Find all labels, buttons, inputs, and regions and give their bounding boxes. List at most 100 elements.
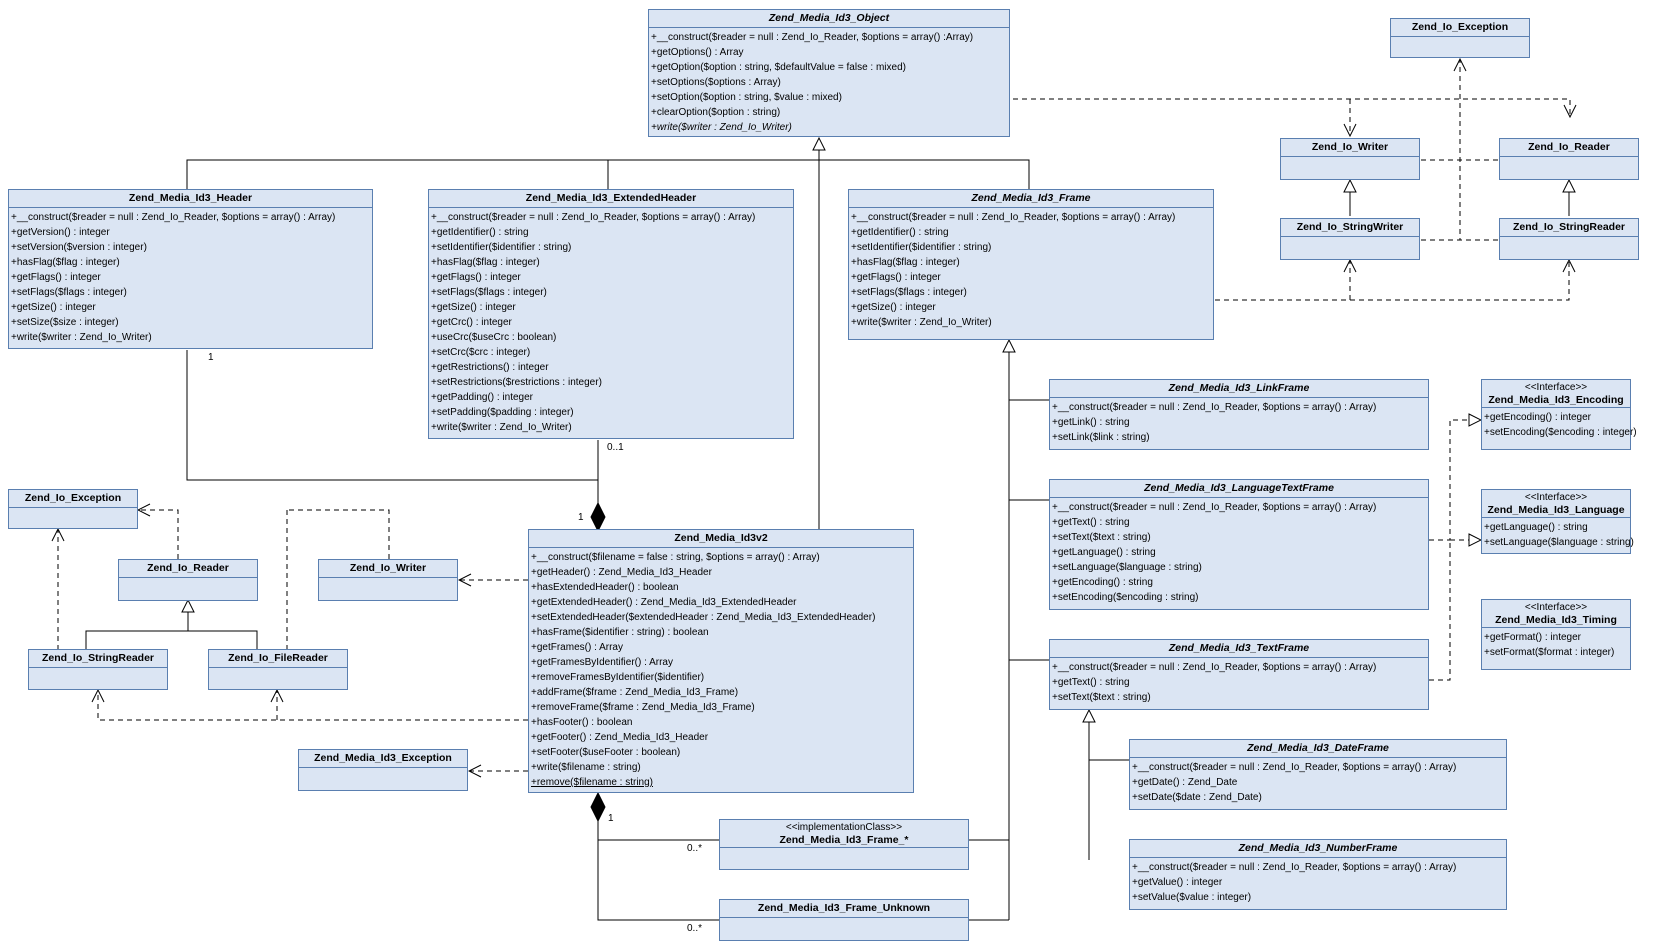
class-name: Zend_Io_Reader <box>1528 141 1610 153</box>
class-unk[interactable]: Zend_Media_Id3_Frame_Unknown <box>719 899 969 941</box>
class-header: Zend_Media_Id3v2 <box>529 530 913 548</box>
class-ltf[interactable]: Zend_Media_Id3_LanguageTextFrame +__const… <box>1049 479 1429 610</box>
class-name: Zend_Media_Id3_Language <box>1487 504 1625 516</box>
class-operation: +hasExtendedHeader() : boolean <box>531 582 679 593</box>
class-header: Zend_Io_StringWriter <box>1281 219 1419 237</box>
class-operations <box>720 848 968 852</box>
class-enc[interactable]: <<Interface>>Zend_Media_Id3_Encoding+get… <box>1481 379 1637 450</box>
class-operation: +write($filename : string) <box>531 762 641 773</box>
class-frL[interactable]: Zend_Io_FileReader <box>208 649 348 690</box>
class-operation: +getFrames() : Array <box>531 642 623 653</box>
class-name: Zend_Media_Id3_Frame_* <box>779 834 909 846</box>
class-operation: +setSize($size : integer) <box>11 317 119 328</box>
class-exTR[interactable]: Zend_Io_Exception <box>1390 18 1530 58</box>
class-dat[interactable]: Zend_Media_Id3_DateFrame+__construct($re… <box>1129 739 1507 810</box>
class-stereotype: <<Interface>> <box>1524 492 1588 503</box>
class-operations <box>299 768 467 772</box>
class-operation: +__construct($filename = false : string,… <box>531 552 820 563</box>
multiplicity-extheader: 0..1 <box>607 442 624 453</box>
class-header: Zend_Media_Id3_Frame <box>849 190 1213 208</box>
class-operation: +getLanguage() : string <box>1484 522 1588 533</box>
class-rdL[interactable]: Zend_Io_Reader <box>118 559 258 601</box>
class-frm[interactable]: Zend_Media_Id3_Frame+__construct($reader… <box>848 189 1214 340</box>
class-operation: +setPadding($padding : integer) <box>431 407 574 418</box>
class-operation: +write($writer : Zend_Io_Writer) <box>851 317 992 328</box>
class-srL[interactable]: Zend_Io_StringReader <box>28 649 168 690</box>
class-hdr[interactable]: Zend_Media_Id3_Header+__construct($reade… <box>8 189 373 349</box>
class-operation: +__construct($reader = null : Zend_Io_Re… <box>1052 502 1377 513</box>
class-name: Zend_Io_StringReader <box>1512 221 1626 233</box>
class-obj[interactable]: Zend_Media_Id3_Object+__construct($reade… <box>648 9 1010 137</box>
class-operation: +getValue() : integer <box>1132 877 1223 888</box>
class-operation: +getFlags() : integer <box>851 272 941 283</box>
class-operation: +setVersion($version : integer) <box>11 242 147 253</box>
class-operation: +setFooter($useFooter : boolean) <box>531 747 681 758</box>
class-operations: +__construct($reader = null : Zend_Io_Re… <box>1130 858 1506 907</box>
realization-to-encoding <box>1429 420 1481 541</box>
class-tim[interactable]: <<Interface>>Zend_Media_Id3_Timing+getFo… <box>1481 599 1631 670</box>
class-name: Zend_Media_Id3_Exception <box>314 752 452 764</box>
class-operation: +__construct($reader = null : Zend_Io_Re… <box>1132 862 1457 873</box>
class-operation: +getFramesByIdentifier() : Array <box>531 657 673 668</box>
dependency-frame-to-stringwriter <box>1215 260 1569 301</box>
composition-id3v2-to-frames <box>597 792 719 921</box>
class-operation: +__construct($reader = null : Zend_Io_Re… <box>1052 402 1377 413</box>
class-name: Zend_Io_Reader <box>147 562 229 574</box>
class-wrL[interactable]: Zend_Io_Writer <box>318 559 458 601</box>
class-exL[interactable]: Zend_Io_Exception <box>8 489 138 529</box>
class-rdTR[interactable]: Zend_Io_Reader <box>1499 138 1639 180</box>
class-header: Zend_Io_Exception <box>9 490 137 508</box>
multiplicity-frame-unknown: 0..* <box>687 923 703 934</box>
class-operations: +getEncoding() : integer +setEncoding($en… <box>1482 408 1637 442</box>
class-operation: +setValue($value : integer) <box>1132 892 1252 903</box>
multiplicity-frame-star: 0..* <box>687 843 703 854</box>
class-header: Zend_Media_Id3_NumberFrame <box>1130 840 1506 858</box>
class-name: Zend_Io_StringWriter <box>1296 221 1404 233</box>
class-fst[interactable]: <<implementationClass>>Zend_Media_Id3_Fr… <box>719 819 969 870</box>
multiplicity-header: 1 <box>208 352 214 363</box>
class-header: Zend_Media_Id3_TextFrame <box>1050 640 1428 658</box>
class-operation: +setEncoding($encoding : integer) <box>1484 427 1637 438</box>
class-wrTR[interactable]: Zend_Io_Writer <box>1280 138 1420 180</box>
class-operation: +hasFlag($flag : integer) <box>851 257 960 268</box>
class-name: Zend_Io_Writer <box>349 562 427 574</box>
class-operation: +setFlags($flags : integer) <box>11 287 127 298</box>
class-name: Zend_Media_Id3_Frame_Unknown <box>757 902 931 914</box>
class-lng[interactable]: <<Interface>>Zend_Media_Id3_Language +get… <box>1481 489 1634 554</box>
class-operation: +getFlags() : integer <box>431 272 521 283</box>
class-lnk[interactable]: Zend_Media_Id3_LinkFrame +__construct($re… <box>1049 379 1429 450</box>
class-name: Zend_Io_Exception <box>1411 21 1509 33</box>
class-operations <box>1281 237 1419 241</box>
composition-diamond-top <box>590 501 606 533</box>
dependency-stringwriter-to-exception <box>1421 59 1460 241</box>
class-operations <box>119 578 257 582</box>
class-name: Zend_Media_Id3_NumberFrame <box>1238 842 1398 854</box>
class-header: Zend_Media_Id3_LinkFrame <box>1050 380 1428 398</box>
class-operation: +getSize() : integer <box>11 302 96 313</box>
class-name: Zend_Media_Id3_Frame <box>971 192 1091 204</box>
class-operations: +__construct($reader = null : Zend_Io_Re… <box>9 208 372 347</box>
class-operations: +getLanguage() : string+setLanguage($lan… <box>1482 518 1634 552</box>
class-header: Zend_Media_Id3_LanguageTextFrame <box>1050 480 1428 498</box>
class-operation: +__construct($reader = null : Zend_Io_Re… <box>1132 762 1457 773</box>
class-operations: +__construct($reader = null : Zend_Io_Re… <box>1130 758 1506 807</box>
class-operation: +hasFlag($flag : integer) <box>431 257 540 268</box>
class-v2[interactable]: Zend_Media_Id3v2 +__construct($filename =… <box>528 529 914 793</box>
class-srTR[interactable]: Zend_Io_StringReader <box>1499 218 1639 260</box>
class-name: Zend_Media_Id3_TextFrame <box>1168 642 1310 654</box>
class-name: Zend_Io_Writer <box>1311 141 1389 153</box>
class-operation: +getEncoding() : string <box>1052 577 1153 588</box>
class-operation: +__construct($reader = null : Zend_Io_Re… <box>11 212 336 223</box>
class-operation: +setDate($date : Zend_Date) <box>1132 792 1262 803</box>
class-txt[interactable]: Zend_Media_Id3_TextFrame+__construct($re… <box>1049 639 1429 710</box>
class-header: Zend_Media_Id3_Exception <box>299 750 467 768</box>
class-operation: +getFlags() : integer <box>11 272 101 283</box>
class-operation: +getEncoding() : integer <box>1484 412 1592 423</box>
class-operation: +setOption($option : string, $value : mi… <box>651 92 842 103</box>
class-operation: +setCrc($crc : integer) <box>431 347 531 358</box>
class-mex[interactable]: Zend_Media_Id3_Exception <box>298 749 468 791</box>
class-header: Zend_Io_Exception <box>1391 19 1529 37</box>
class-num[interactable]: Zend_Media_Id3_NumberFrame +__construct($… <box>1129 839 1507 910</box>
class-ext[interactable]: Zend_Media_Id3_ExtendedHeader+__construc… <box>428 189 794 439</box>
class-swTR[interactable]: Zend_Io_StringWriter <box>1280 218 1420 260</box>
